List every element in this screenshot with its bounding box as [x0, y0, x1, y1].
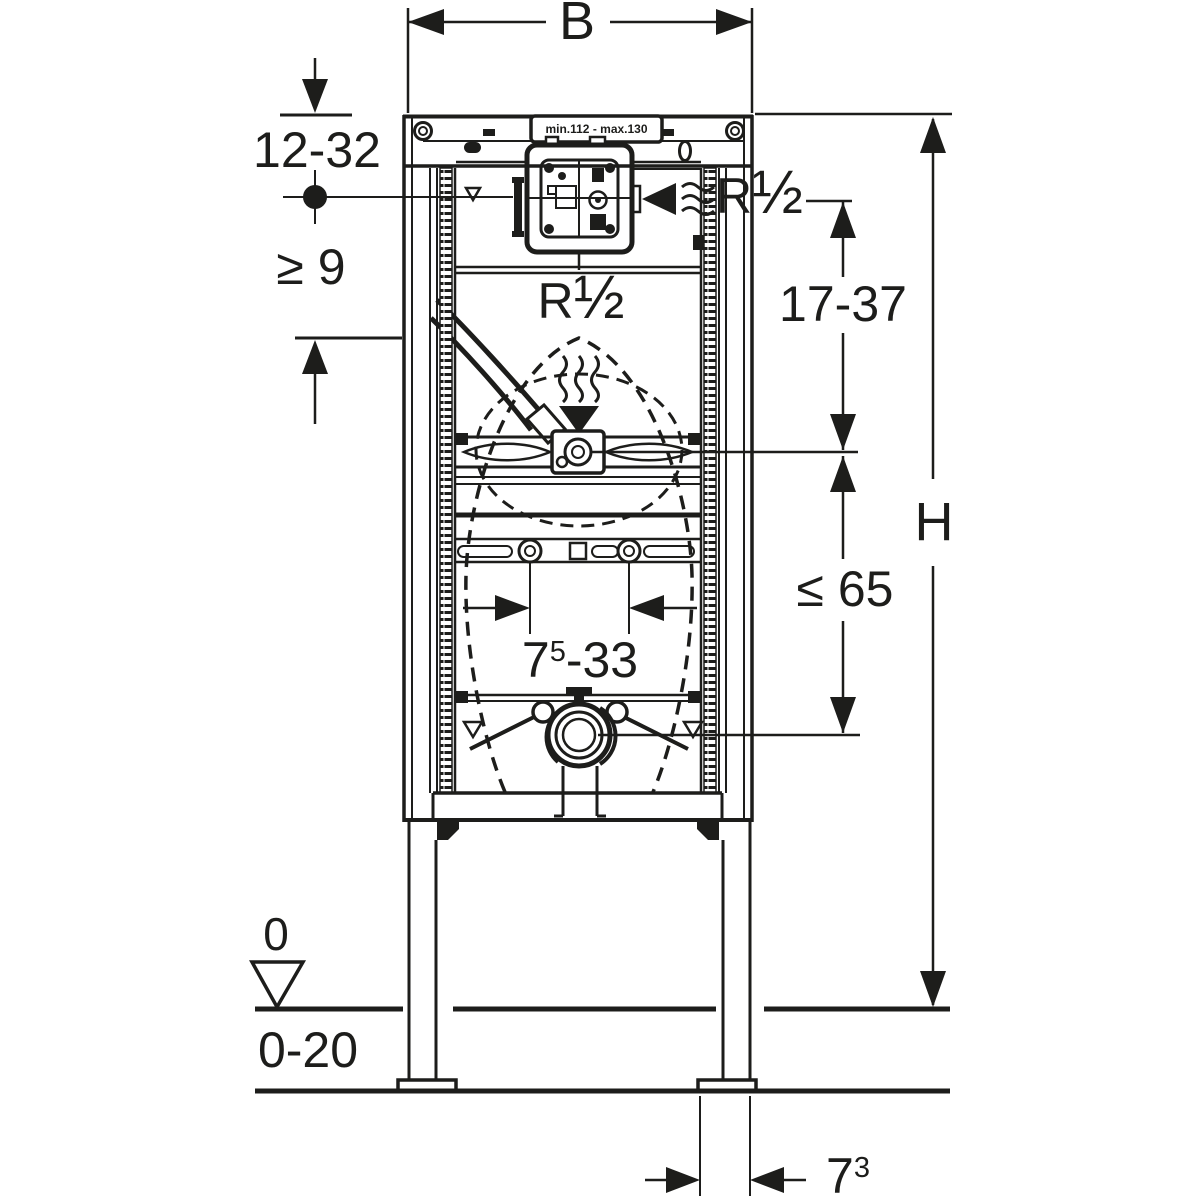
dim-label-water-supply-top: R½ — [716, 158, 803, 226]
base-and-feet — [396, 791, 758, 1093]
fixing-point-right — [616, 538, 642, 564]
water-flow-mid-icon — [558, 355, 600, 434]
dim-label-min-clearance: ≥ 9 — [276, 239, 346, 295]
level-mark-upper — [463, 186, 483, 203]
dim-label-foot-offset: 73 — [826, 1148, 870, 1200]
zero-level-triangle-icon — [249, 960, 307, 1011]
adjustment-plate-label: min.112 - max.130 — [545, 122, 648, 136]
inlet-connection — [563, 437, 593, 467]
dimension-arrowheads — [302, 9, 946, 1193]
fixing-point-left — [517, 538, 543, 564]
dim-label-width-b: B — [558, 0, 596, 51]
left-rail-rack — [439, 167, 453, 794]
water-flow-top-icon — [642, 182, 715, 216]
level-mark-left — [461, 720, 485, 740]
dim-label-top-offset: 12-32 — [253, 122, 381, 178]
dim-label-fixing-centres: 75-33 — [521, 632, 639, 688]
corner-screw-left-icon — [413, 121, 433, 141]
dim-label-floor-buildup: 0-20 — [257, 1022, 359, 1078]
right-rail-rack — [703, 167, 717, 794]
dim-label-supply-height-range: 17-37 — [779, 276, 907, 332]
cross-members — [456, 265, 701, 518]
dim-label-water-supply-mid: R½ — [537, 263, 625, 331]
dim-label-height-h: H — [914, 492, 954, 552]
dim-label-zero-level: 0 — [263, 908, 289, 960]
flush-valve-box — [456, 135, 701, 270]
mounting-rail — [456, 537, 701, 564]
floor-lines — [249, 960, 950, 1094]
datum-point — [303, 185, 327, 209]
dim-label-outlet-max: ≤ 65 — [796, 561, 894, 617]
corner-screw-right-icon — [725, 121, 745, 141]
level-mark-right — [681, 720, 705, 740]
